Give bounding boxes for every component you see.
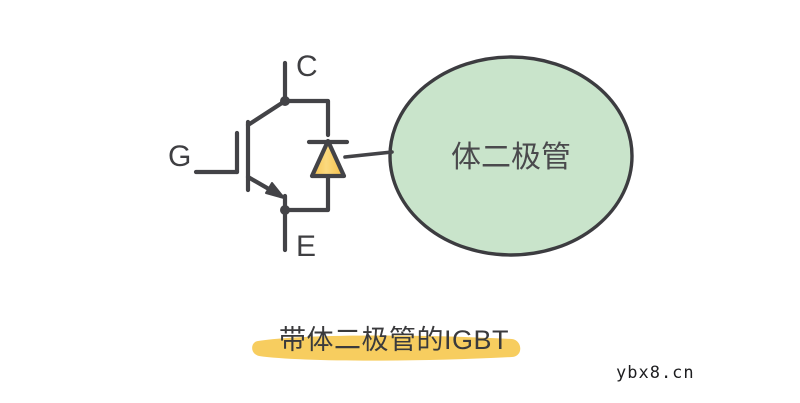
leader-line bbox=[343, 150, 394, 159]
emitter-bottom-rail bbox=[282, 175, 331, 213]
collector-top-rail bbox=[282, 98, 331, 138]
body-diode-triangle-icon bbox=[309, 138, 347, 179]
callout-ellipse bbox=[388, 55, 634, 257]
emitter-arrowhead-icon bbox=[265, 182, 285, 199]
caption-label: 带体二极管的IGBT bbox=[279, 325, 509, 355]
collector-slant-lead bbox=[245, 98, 288, 128]
gate-terminal-label: G bbox=[168, 140, 191, 173]
collector-terminal-label: C bbox=[296, 50, 318, 83]
emitter-terminal-label: E bbox=[296, 230, 316, 263]
caption-highlight-stroke bbox=[252, 335, 521, 361]
callout-label: 体二极管 bbox=[451, 141, 571, 174]
watermark-label: ybx8.cn bbox=[616, 363, 695, 383]
